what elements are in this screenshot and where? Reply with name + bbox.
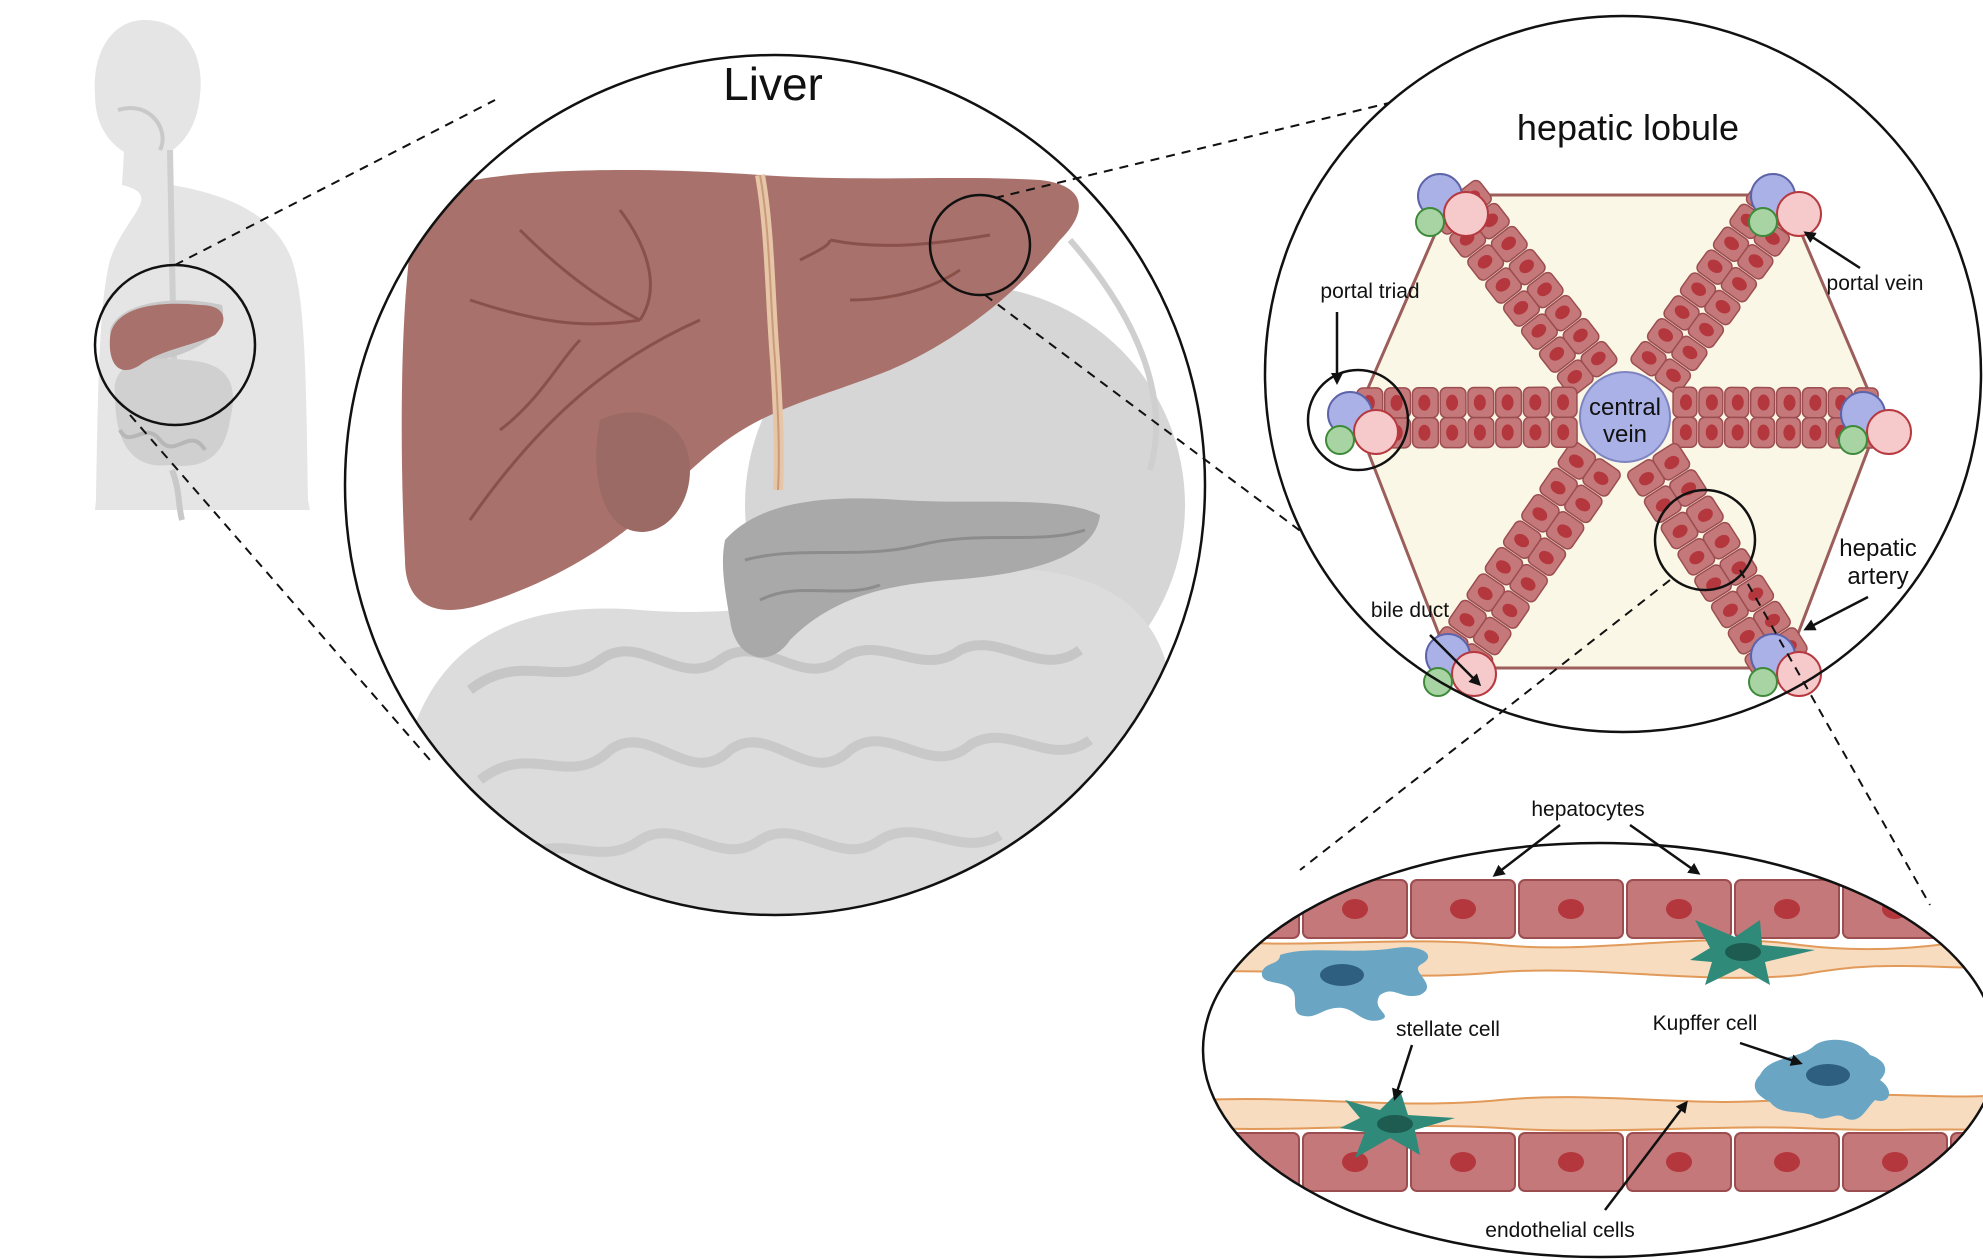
hepatocyte: [1950, 879, 1983, 939]
hepatocytes-arrow-2: [1629, 823, 1701, 875]
zoom-lines-body-liver: [129, 99, 496, 761]
bile-duct-vessel: [1423, 667, 1453, 697]
bile-duct-arrow: [1429, 634, 1482, 687]
hepatocyte-cord: [1672, 386, 1879, 449]
hepatocyte: [1842, 879, 1948, 939]
portal-vein-label: portal vein: [1827, 272, 1924, 295]
liver-panel: Liver: [343, 53, 1207, 917]
sinusoid-panel-border: [1201, 841, 1983, 1259]
zoom-lines-lobule-sinusoid: [1299, 569, 1931, 906]
endothelial-cells-arrow: [1604, 1100, 1688, 1211]
liver-panel-border: [343, 53, 1207, 917]
bile-duct-vessel: [1325, 425, 1355, 455]
hepatic-artery-vessel: [1353, 409, 1399, 455]
zoom-circle-liver: [928, 193, 1032, 297]
small-liver: [109, 303, 224, 371]
bile-duct-vessel: [1838, 425, 1868, 455]
portal-vein-arrow: [1803, 231, 1861, 270]
hepatocyte: [1203, 879, 1300, 939]
liver-organ: [401, 170, 1079, 610]
sinusoid-panel: hepatocytes stellate cell Kupffer cell e…: [1201, 798, 1983, 1259]
bile-duct-label: bile duct: [1371, 599, 1449, 622]
central-vein-label-1: central: [1589, 394, 1661, 421]
hepatic-artery-vessel: [1866, 409, 1912, 455]
zoom-circle-portal-triad: [1306, 368, 1410, 472]
bile-duct-vessel: [1748, 667, 1778, 697]
hepatocytes-arrow-1: [1492, 824, 1561, 877]
hepatic-artery-vessel: [1443, 191, 1489, 237]
hepatic-artery-arrow: [1803, 595, 1869, 631]
kupffer-cell-arrow: [1739, 1041, 1803, 1066]
kupffer-cell-label: Kupffer cell: [1653, 1012, 1758, 1035]
portal-triad-label: portal triad: [1320, 280, 1419, 303]
bile-duct-vessel: [1748, 207, 1778, 237]
hepatic-artery-vessel: [1451, 651, 1497, 697]
liver-title: Liver: [723, 58, 823, 110]
endothelial-cells-label: endothelial cells: [1485, 1219, 1634, 1242]
hepatocyte-row: [1203, 1132, 1983, 1192]
bile-duct-vessel: [1415, 207, 1445, 237]
human-silhouette: [93, 20, 311, 521]
portal-triad: [1838, 391, 1912, 455]
portal-triad: [1325, 391, 1399, 455]
portal-triad: [1415, 173, 1489, 237]
stellate-cell-label: stellate cell: [1396, 1018, 1500, 1041]
lobule-title: hepatic lobule: [1517, 107, 1739, 148]
portal-triad: [1748, 633, 1822, 697]
portal-triad: [1748, 173, 1822, 237]
stellate-cell-arrow: [1392, 1044, 1414, 1101]
lobule-panel-border: [1263, 14, 1983, 734]
hepatocytes-label: hepatocytes: [1531, 798, 1644, 821]
hepatic-lobule-panel: central vein hepatic lobule portal triad…: [1263, 14, 1983, 734]
zoom-circle-sinusoid: [1653, 488, 1757, 592]
hepatic-artery-vessel: [1776, 191, 1822, 237]
hepatic-artery-label-2: artery: [1847, 563, 1908, 590]
hepatocyte-row: [1203, 879, 1983, 939]
central-vein-label-2: vein: [1603, 421, 1647, 448]
hepatocyte: [1203, 1132, 1300, 1192]
central-vein: [1579, 371, 1671, 463]
hepatic-artery-label-1: hepatic: [1839, 535, 1916, 562]
